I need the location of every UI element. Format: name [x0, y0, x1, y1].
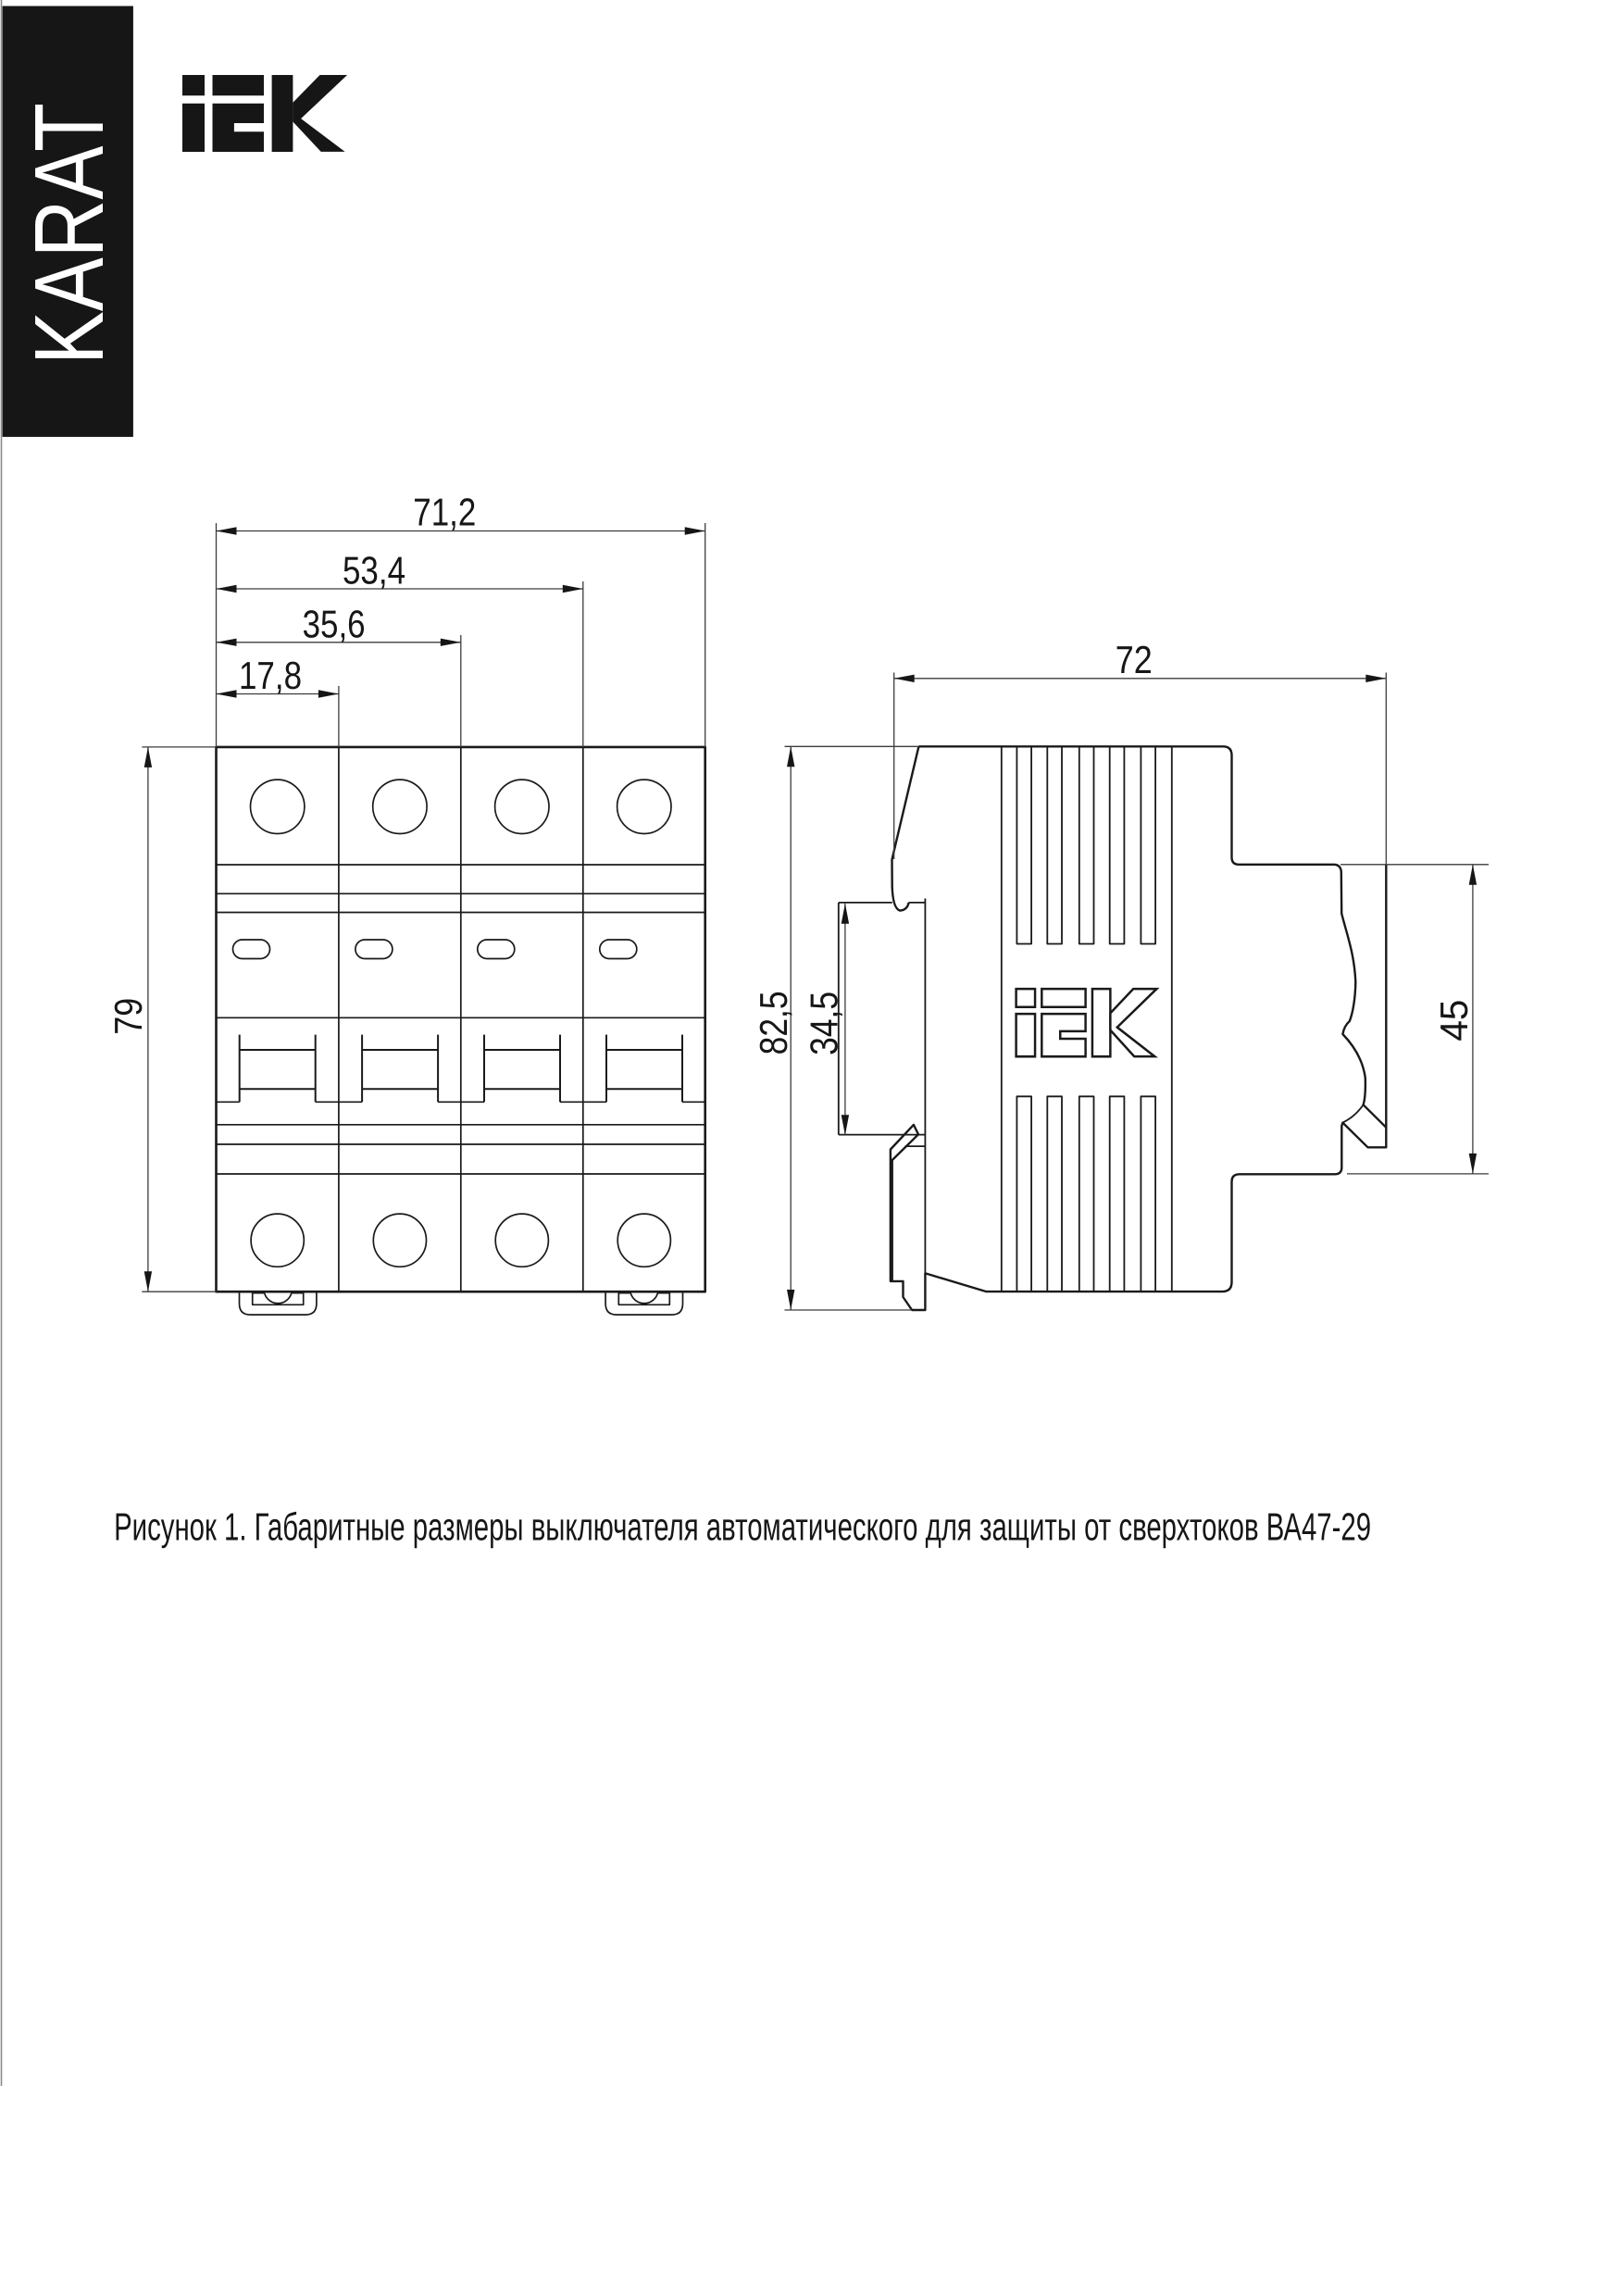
svg-text:72: 72 — [1116, 638, 1153, 681]
svg-text:45: 45 — [1432, 1000, 1476, 1042]
svg-text:71,2: 71,2 — [413, 491, 476, 534]
svg-text:34,5: 34,5 — [802, 992, 845, 1055]
svg-text:82,5: 82,5 — [752, 991, 795, 1054]
svg-text:Рисунок 1. Габаритные размеры: Рисунок 1. Габаритные размеры выключател… — [114, 1504, 1371, 1548]
svg-text:KARAT: KARAT — [15, 103, 124, 365]
svg-text:35,6: 35,6 — [303, 602, 366, 645]
svg-text:79: 79 — [106, 998, 150, 1035]
svg-text:17,8: 17,8 — [239, 654, 302, 697]
svg-text:53,4: 53,4 — [343, 549, 405, 593]
